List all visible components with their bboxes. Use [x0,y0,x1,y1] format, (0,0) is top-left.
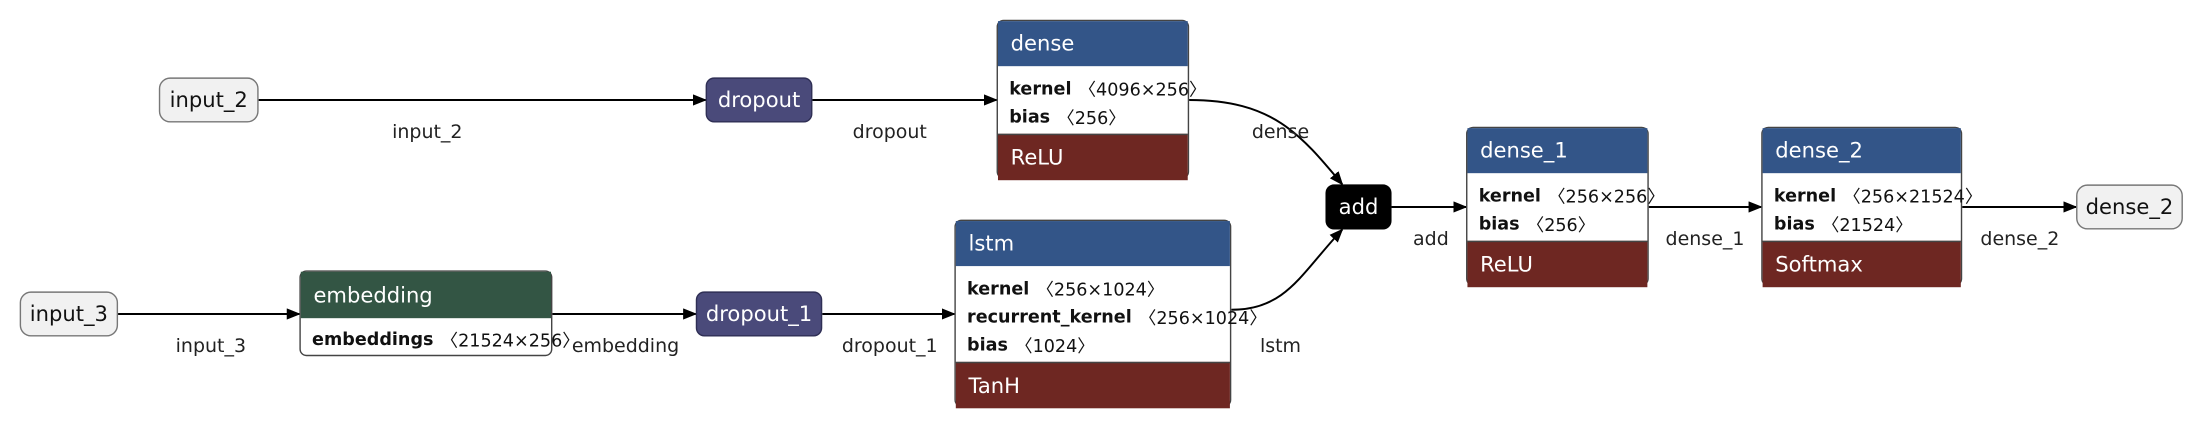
param-name: kernel [967,276,1030,298]
param-name: bias [1009,104,1051,127]
param-row: kernel 〈256×1024〉 [967,273,1219,301]
node-lstm[interactable]: lstm kernel 〈256×1024〉 recurrent_kernel … [954,219,1267,409]
edge-label-embedding: embedding [571,335,680,358]
param-name: kernel [1478,183,1541,205]
edge-label-input-2: input_2 [392,121,463,144]
edge-dense-add [1189,98,1344,186]
node-dense-2-title: dense_2 [1762,128,1961,174]
node-dense-title: dense [997,21,1188,67]
node-lstm-title: lstm [955,221,1230,267]
node-dropout-1[interactable]: dropout_1 [695,291,823,337]
edge-label-dense: dense [1251,121,1310,144]
node-embedding[interactable]: embedding embeddings 〈21524×256〉 [299,270,580,357]
edge-label-lstm: lstm [1259,335,1302,358]
node-dense[interactable]: dense kernel 〈4096×256〉 bias 〈256〉 ReLU [996,19,1207,181]
param-name: embeddings [312,327,434,349]
param-shape: 〈256×1024〉 [1138,306,1267,328]
edge-label-add: add [1413,228,1449,251]
param-row: bias 〈21524〉 [1774,208,1950,236]
param-shape: 〈256〉 [1057,106,1126,128]
node-dense-1-title: dense_1 [1467,128,1648,174]
param-row: recurrent_kernel 〈256×1024〉 [967,301,1267,329]
node-lstm-params: kernel 〈256×1024〉 recurrent_kernel 〈256×… [956,266,1267,362]
param-row: bias 〈1024〉 [967,329,1219,357]
node-output-dense-2[interactable]: dense_2 [2076,184,2183,230]
edge-label-dropout: dropout [852,121,927,144]
node-dense-2-activation: Softmax [1762,240,1961,288]
param-name: bias [1773,211,1815,234]
node-dense-1[interactable]: dense_1 kernel 〈256×256〉 bias 〈256〉 ReLU [1466,126,1665,288]
edge-label-dropout-1: dropout_1 [841,335,938,358]
node-dense-2-params: kernel 〈256×21524〉 bias 〈21524〉 [1763,173,1983,241]
param-shape: 〈21524〉 [1821,213,1913,235]
edge-label-dense-2: dense_2 [1980,228,2060,251]
param-row: kernel 〈256×256〉 [1478,180,1665,208]
param-row: embeddings 〈21524×256〉 [312,324,580,352]
node-dense-2[interactable]: dense_2 kernel 〈256×21524〉 bias 〈21524〉 … [1761,126,1983,288]
edge-lstm-add [1231,228,1344,311]
param-shape: 〈4096×256〉 [1078,78,1207,100]
param-name: bias [1478,211,1520,234]
param-row: kernel 〈4096×256〉 [1009,73,1206,101]
node-embedding-params: embeddings 〈21524×256〉 [301,318,580,356]
param-shape: 〈1024〉 [1014,334,1095,356]
param-name: kernel [1773,183,1837,205]
param-name: bias [967,332,1008,355]
node-dense-1-activation: ReLU [1467,240,1648,288]
param-row: bias 〈256〉 [1009,101,1176,129]
param-row: kernel 〈256×21524〉 [1773,180,1983,208]
param-shape: 〈21524×256〉 [440,328,580,350]
param-name: recurrent_kernel [967,304,1132,326]
node-dense-params: kernel 〈4096×256〉 bias 〈256〉 [998,66,1206,134]
edge-label-dense-1: dense_1 [1665,228,1745,251]
node-input-3[interactable]: input_3 [19,291,119,337]
node-add[interactable]: add [1325,184,1392,230]
node-input-2[interactable]: input_2 [158,77,259,123]
param-shape: 〈256×1024〉 [1036,278,1165,300]
edge-label-input-3: input_3 [175,335,247,358]
node-dropout[interactable]: dropout [705,77,813,123]
node-dense-1-params: kernel 〈256×256〉 bias 〈256〉 [1467,173,1665,241]
param-shape: 〈256〉 [1526,213,1596,235]
param-row: bias 〈256〉 [1479,208,1636,236]
param-shape: 〈256×256〉 [1547,185,1665,207]
node-lstm-activation: TanH [955,361,1230,409]
param-name: kernel [1009,76,1072,98]
node-embedding-title: embedding [300,271,551,319]
param-shape: 〈256×21524〉 [1843,185,1983,207]
node-dense-activation: ReLU [997,133,1188,181]
